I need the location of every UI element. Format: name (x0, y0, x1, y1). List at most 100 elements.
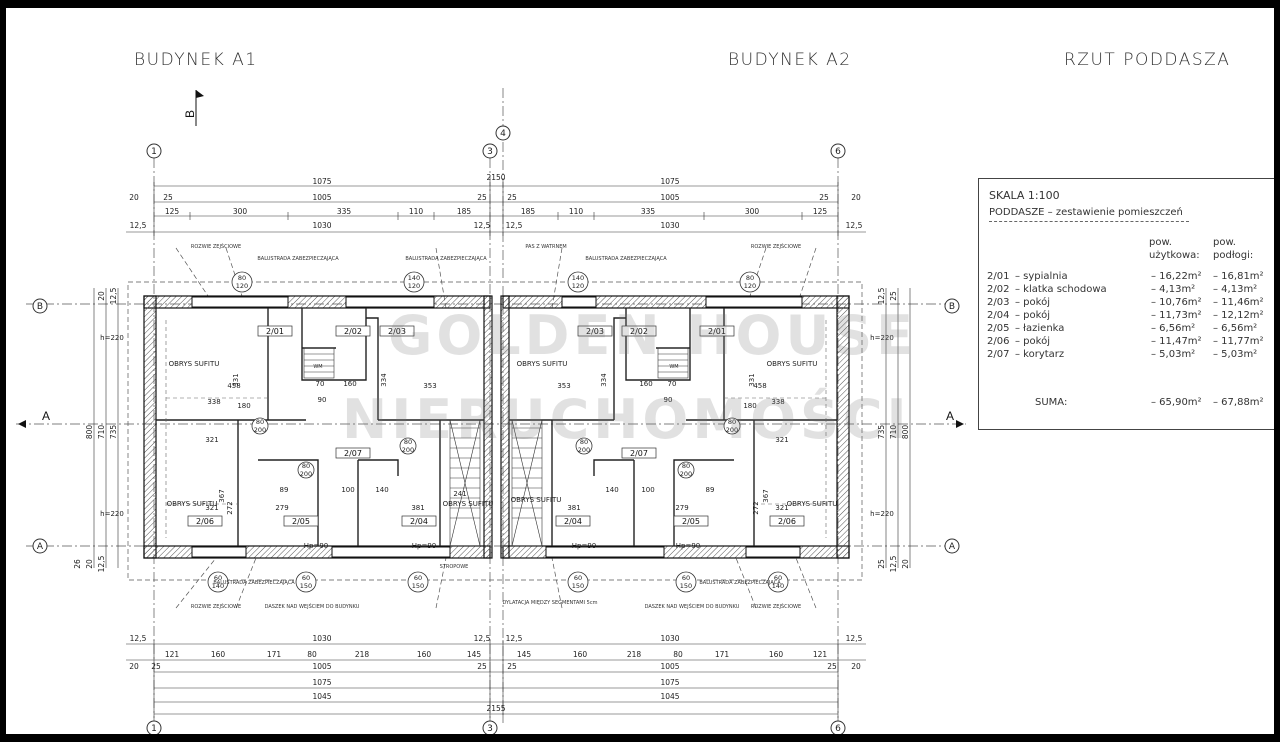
dim-381-left: 381 (411, 504, 424, 512)
dim-180-left: 180 (237, 402, 250, 410)
row-area: – 11,73m² (1151, 310, 1202, 321)
dim-left-v-1: 710 (97, 425, 106, 440)
dim-279-left: 279 (275, 504, 288, 512)
dim-bot-room-12: 160 (769, 650, 784, 659)
note-balustrada-4: BALUSTRADA ZABEZPIECZAJĄCA (699, 580, 781, 586)
dim-bot-wall-0: 12,5 (130, 634, 147, 643)
floor-plan: 1 3 4 6 1 3 6 B A B A A A B (16, 88, 966, 734)
note-h220-0: h=220 (100, 334, 124, 342)
note-zejscie-1: ROZWIE ZEJŚCIOWE (751, 243, 801, 250)
dim-top-room-2: 335 (337, 207, 352, 216)
dim-321b-left: 321 (205, 504, 218, 512)
dim-bot-room-0: 121 (165, 650, 180, 659)
row-no: 2/06 (987, 336, 1010, 347)
dim-272-left: 272 (226, 501, 234, 514)
note-zejscie-3: ROZWIE ZEJŚCIOWE (751, 603, 801, 610)
room-203-right: 2/03 (586, 327, 604, 336)
dim-bot-room-5: 160 (417, 650, 432, 659)
room-201-right: 2/01 (708, 327, 726, 336)
legend-row: 2/05 – łazienka – 6,56m² – 6,56m² (987, 323, 1269, 336)
note-pas: PAS Z WATRNEM (525, 244, 566, 250)
axis-6-top: 6 (835, 147, 841, 157)
dim-top-small-1: 25 (163, 193, 173, 202)
dim-272-right: 272 (752, 501, 760, 514)
dim-left-bot-0: 20 (85, 559, 94, 569)
legend-row: 2/06 – pokój – 11,47m² – 11,77m² (987, 336, 1269, 349)
axis-1-bottom: 1 (151, 724, 157, 734)
legend-row: 2/04 – pokój – 11,73m² – 12,12m² (987, 310, 1269, 323)
dim-top-wall-1: 1030 (312, 221, 331, 230)
dim-top-room-1: 300 (233, 207, 248, 216)
dim-bot-small-5: 20 (851, 662, 861, 671)
dim-241-left: 241 (453, 490, 466, 498)
window-label-2: 140 (572, 274, 584, 282)
dim-bot-room-4: 218 (355, 650, 370, 659)
row-name: – pokój (1015, 336, 1050, 347)
dim-top-wall-5: 12,5 (846, 221, 863, 230)
room-203-left: 2/03 (388, 327, 406, 336)
dim-top-room-3: 110 (409, 207, 424, 216)
room-202-right: 2/02 (630, 327, 648, 336)
room-206-right: 2/06 (778, 517, 796, 526)
window-label-9b: 140 (772, 582, 784, 590)
dim-bot-wall-2: 12,5 (474, 634, 491, 643)
legend-subtitle: PODDASZE – zestawienie pomieszczeń (989, 207, 1183, 218)
door-label-0: 80 (256, 418, 264, 426)
window-label-5b: 150 (300, 582, 312, 590)
room-207-right: 2/07 (630, 449, 648, 458)
legend-row: 2/03 – pokój – 10,76m² – 11,46m² (987, 297, 1269, 310)
legend-row: 2/07 – korytarz – 5,03m² – 5,03m² (987, 349, 1269, 362)
dim-334-left: 334 (380, 373, 388, 387)
room-204-right: 2/04 (564, 517, 582, 526)
legend-row: 2/02 – klatka schodowa – 4,13m² – 4,13m² (987, 284, 1269, 297)
dim-353-right: 353 (557, 382, 570, 390)
note-hp90-0: Hp=90 (304, 542, 328, 550)
dim-top-small-3: 25 (507, 193, 517, 202)
note-h220-3: h=220 (870, 510, 894, 518)
dim-bot-room-13: 121 (813, 650, 828, 659)
dim-bot-inner-left: 1005 (312, 662, 331, 671)
note-obrys-0: OBRYS SUFITU (169, 360, 220, 368)
row-area: – 4,13m² (1151, 284, 1196, 295)
row-floor: – 11,46m² (1213, 297, 1264, 308)
legend-sum-area: – 65,90m² (1151, 397, 1202, 408)
dim-331-left: 331 (232, 373, 240, 386)
room-204-left: 2/04 (410, 517, 428, 526)
dim-top-half-left: 1075 (312, 177, 331, 186)
section-b-flag-icon (196, 90, 204, 98)
dim-top-inner-left: 1005 (312, 193, 331, 202)
window-label-3: 80 (746, 274, 754, 282)
row-no: 2/07 (987, 349, 1010, 360)
row-floor: – 12,12m² (1213, 310, 1264, 321)
legend-sum-label: SUMA: (1035, 397, 1068, 408)
dim-bot-small-1: 25 (151, 662, 161, 671)
door-label-5: 80 (728, 418, 736, 426)
dim-left-bot-1: 12,5 (97, 555, 106, 572)
dim-right-top-1: 25 (889, 291, 898, 301)
row-no: 2/05 (987, 323, 1010, 334)
door-label-2b: 200 (402, 446, 414, 454)
note-balustrada-3: BALUSTRADA ZABEZPIECZAJĄCA (213, 580, 295, 586)
section-a-arrow-right-icon (956, 420, 964, 428)
section-a-label-left: A (42, 409, 50, 423)
note-zejscie-0: ROZWIE ZEJŚCIOWE (191, 243, 241, 250)
dim-338-left: 338 (207, 398, 220, 406)
dim-90-left: 90 (318, 396, 327, 404)
row-area: – 11,47m² (1151, 336, 1202, 347)
dim-top-wall-2: 12,5 (474, 221, 491, 230)
section-a-arrow-left-icon (18, 420, 26, 428)
dim-bot-out-right: 1045 (660, 692, 679, 701)
dim-bot-half-right: 1075 (660, 678, 679, 687)
axis-b-right: B (949, 302, 955, 312)
window-label-7b: 150 (572, 582, 584, 590)
room-201-left: 2/01 (266, 327, 284, 336)
dim-bot-half-left: 1075 (312, 678, 331, 687)
row-name: – pokój (1015, 297, 1050, 308)
dim-381-right: 381 (567, 504, 580, 512)
axis-1-top: 1 (151, 147, 157, 157)
row-area: – 16,22m² (1151, 271, 1202, 282)
note-zejscie-2: ROZWIE ZEJŚCIOWE (191, 603, 241, 610)
legend-col2-sub: podłogi: (1213, 250, 1254, 261)
building-a1-title: BUDYNEK A1 (134, 50, 258, 70)
note-obrys-4: OBRYS SUFITU (443, 500, 494, 508)
